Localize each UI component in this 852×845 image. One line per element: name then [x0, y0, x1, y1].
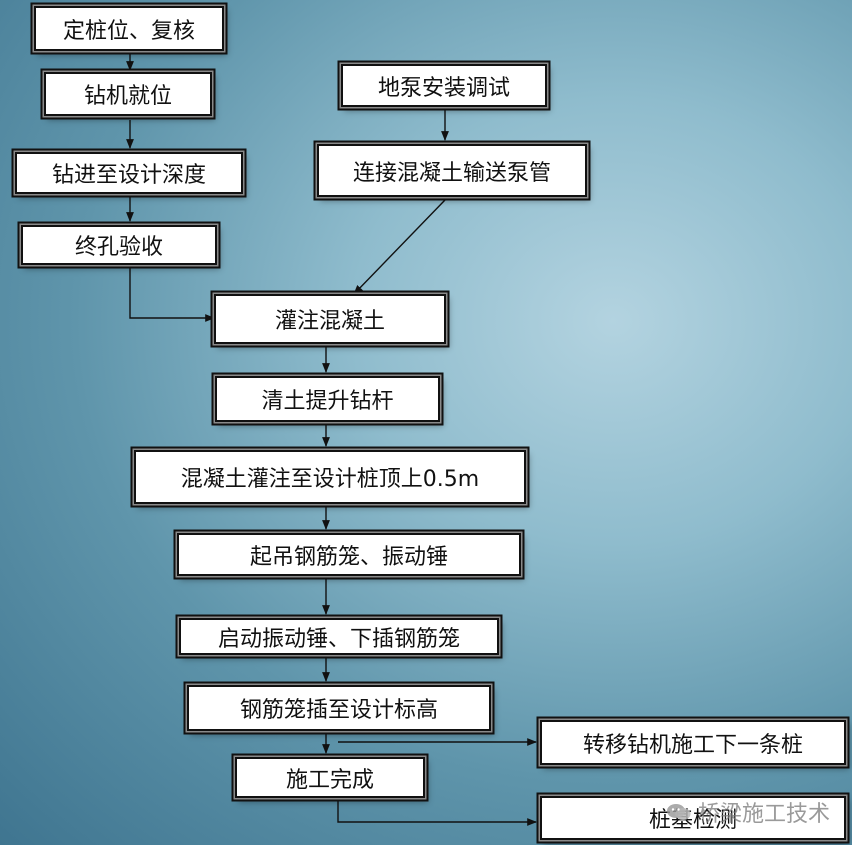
step-6-box: 连接混凝土输送泵管 — [317, 144, 587, 197]
arrow-14-15 — [337, 800, 537, 826]
arrow-4-7 — [129, 268, 215, 322]
step-1-label: 定桩位、复核 — [62, 18, 195, 44]
step-14-box: 施工完成 — [235, 757, 425, 798]
arrow-6-7 — [353, 199, 446, 295]
step-5-label: 地泵安装调试 — [377, 75, 510, 101]
step-1-box: 定桩位、复核 — [34, 6, 224, 51]
step-12-label: 钢筋笼插至设计标高 — [239, 698, 438, 723]
step-6-label: 连接混凝土输送泵管 — [352, 160, 551, 186]
step-2-label: 钻机就位 — [83, 84, 172, 109]
step-5-box: 地泵安装调试 — [341, 64, 547, 107]
step-9-label: 混凝土灌注至设计桩顶上0.5m — [180, 467, 480, 492]
step-13-box: 转移钻机施工下一条桩 — [540, 720, 846, 765]
step-7-label: 灌注混凝土 — [274, 309, 385, 334]
step-3-label: 钻进至设计深度 — [51, 163, 206, 188]
step-8-box: 清土提升钻杆 — [215, 376, 440, 422]
step-10-label: 起吊钢筋笼、振动锤 — [249, 544, 448, 570]
step-4-box: 终孔验收 — [21, 225, 217, 265]
step-3-box: 钻进至设计深度 — [15, 152, 243, 194]
step-15-label: 桩基检测 — [648, 808, 737, 833]
step-13-label: 转移钻机施工下一条桩 — [582, 732, 803, 758]
step-15-box: 桩基检测 — [540, 796, 846, 840]
step-9-box: 混凝土灌注至设计桩顶上0.5m — [134, 450, 526, 504]
step-12-box: 钢筋笼插至设计标高 — [187, 685, 491, 731]
step-10-box: 起吊钢筋笼、振动锤 — [177, 533, 521, 576]
step-4-label: 终孔验收 — [74, 235, 163, 260]
watermark: 桥梁施工技术 — [666, 790, 838, 834]
step-2-box: 钻机就位 — [44, 72, 212, 116]
step-14-label: 施工完成 — [285, 767, 374, 793]
step-11-label: 启动振动锤、下插钢筋笼 — [217, 626, 460, 652]
watermark-text: 桥梁施工技术 — [698, 802, 831, 827]
step-7-box: 灌注混凝土 — [214, 294, 446, 344]
step-8-label: 清土提升钻杆 — [261, 389, 394, 414]
step-11-box: 启动振动锤、下插钢筋笼 — [179, 618, 499, 655]
wechat-icon — [667, 804, 691, 820]
